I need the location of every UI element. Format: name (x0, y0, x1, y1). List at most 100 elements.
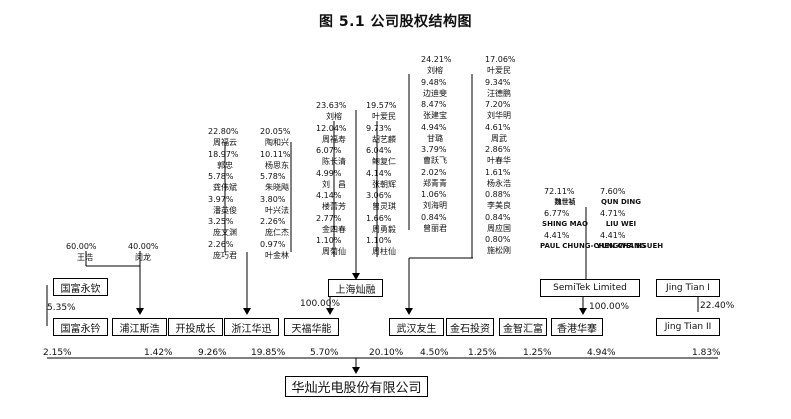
entity-box-jingtian-1: Jing Tian I (656, 279, 720, 297)
holder-name: 庞巧君 (213, 250, 237, 260)
pct-label-semitek-to-xghn: 100.00% (589, 302, 630, 312)
bottom-pct-gfyl: 2.15% (43, 348, 72, 358)
holder-pct: 60.00% (66, 242, 97, 251)
holder-pct: 4.94% (421, 122, 447, 132)
holder-name: 曹跃飞 (423, 156, 447, 165)
holder-pct: 4.14% (366, 168, 392, 178)
holder-name: 楼蕾芳 (322, 202, 346, 211)
holder-pct: 1.10% (366, 236, 392, 245)
holder-name: 叶爱民 (487, 66, 511, 75)
holder-name: 郑青青 (423, 178, 447, 188)
bottom-pct-jstz: 1.25% (468, 348, 497, 358)
holder-pct: 0.84% (421, 212, 447, 222)
holder-pct: 9.73% (366, 123, 392, 133)
holder-name: 王浩 (77, 253, 93, 262)
holder-name: LIU WEI (605, 220, 637, 228)
holder-pct: 6.04% (366, 146, 392, 155)
holder-name: 金四春 (322, 224, 346, 234)
holder-name: 闵龙 (135, 253, 151, 262)
bottom-pct-pjsh: 1.42% (144, 348, 173, 358)
holder-pct: 4.61% (485, 122, 511, 132)
holder-name: 魏世祯 (554, 198, 576, 206)
holder-name: 张建宝 (423, 111, 447, 120)
entity-box-jzhf: 金智汇富 (499, 318, 547, 336)
entity-box-pjsh: 浦江斯浩 (112, 318, 167, 336)
holder-name: SHING MAO (542, 220, 588, 228)
main-company-box: 华灿光电股份有限公司 (285, 376, 428, 397)
holder-pct: 4.71% (600, 209, 626, 218)
holder-pct: 1.06% (421, 190, 447, 199)
bottom-pct-xghn: 4.94% (587, 348, 616, 358)
holder-pct: 0.84% (485, 212, 511, 222)
holder-pct: 20.05% (260, 127, 291, 136)
holder-name: 胡艺麟 (372, 134, 396, 144)
entity-box-gfyl: 国富永钤 (53, 318, 108, 336)
holder-name: 杨永浩 (487, 178, 511, 188)
holder-name: 汪德鹏 (487, 88, 511, 98)
holder-pct: 4.41% (600, 231, 626, 240)
entity-box-gfyq: 国富永钦 (53, 278, 108, 296)
holder-name: 郭忠 (217, 160, 233, 170)
bottom-pct-ktcz: 9.26% (198, 348, 227, 358)
holder-pct: 23.63% (316, 101, 347, 110)
entity-box-jingtian-2: Jing Tian II (656, 318, 720, 336)
entity-box-tfhn: 天福华能 (284, 318, 339, 336)
pct-label-jingtian: 22.40% (700, 301, 735, 311)
holder-name: 曾灵琪 (372, 202, 396, 211)
holder-name: 刘华明 (487, 111, 511, 120)
holder-name: 施松刚 (487, 246, 511, 255)
pct-label-shcr-to-tfhn: 100.00% (300, 299, 341, 309)
holder-name: PAUL CHUNG-CHEN CHANG (540, 242, 646, 250)
holder-pct: 3.79% (421, 145, 447, 154)
holder-name: 周菊仙 (322, 247, 346, 256)
bottom-pct-shcr: 20.10% (369, 348, 404, 358)
entity-box-xghn: 香港华搴 (551, 318, 603, 336)
holder-pct: 17.06% (485, 55, 516, 64)
holder-name: 叶兴法 (265, 205, 289, 215)
bottom-pct-tfhn: 5.70% (310, 348, 339, 358)
holder-name: 龚伟斌 (213, 183, 237, 192)
holder-pct: 1.66% (366, 213, 392, 223)
holder-name: 朱晓飚 (265, 183, 289, 192)
holder-name: 曾丽君 (423, 223, 447, 233)
holder-name: 张朝辉 (372, 179, 396, 189)
page-title: 图 5.1 公司股权结构图 (318, 14, 473, 30)
holder-pct: 6.07% (316, 146, 342, 155)
entity-box-shcr: 上海灿融 (328, 279, 383, 297)
entity-box-whyd: 武汉友生 (389, 318, 444, 336)
holder-pct: 9.48% (421, 77, 447, 87)
holder-name: 鲍复仁 (372, 157, 396, 166)
holder-name: 潘英俊 (213, 205, 237, 215)
holder-pct: 6.77% (544, 209, 570, 218)
holder-pct: 3.97% (208, 194, 234, 204)
holder-pct: 22.80% (208, 127, 239, 136)
holder-name: 庞文渊 (213, 228, 237, 237)
holder-name: 叶春华 (487, 156, 511, 165)
holder-name: 陈长清 (322, 157, 346, 166)
holder-pct: 3.25% (208, 217, 234, 226)
holder-pct: 18.97% (208, 149, 239, 159)
holder-name: 叶金林 (265, 250, 289, 260)
holder-pct: 1.10% (316, 236, 342, 245)
holder-name: 庞仁杰 (265, 228, 289, 237)
holder-pct: 5.78% (260, 172, 286, 181)
holder-pct: 2.77% (316, 213, 342, 223)
holder-pct: 2.86% (485, 145, 511, 154)
holder-name: 刘榕 (427, 66, 443, 75)
holder-name: 周福寿 (322, 134, 346, 144)
holder-name: 周福云 (213, 138, 237, 147)
holder-name: QUN DING (601, 198, 641, 206)
entity-box-zjhx: 浙江华迅 (224, 318, 279, 336)
holder-pct: 2.02% (421, 167, 447, 177)
holder-name: 周勇毅 (372, 224, 396, 234)
holder-pct: 4.41% (544, 231, 570, 240)
holder-pct: 72.11% (544, 187, 575, 196)
holder-name: 刘 昌 (322, 179, 346, 189)
holder-pct: 8.47% (421, 100, 447, 109)
holder-pct: 5.78% (208, 172, 234, 181)
holder-name: 杨思东 (265, 160, 289, 170)
holder-pct: 10.11% (260, 149, 291, 159)
bottom-pct-whyd: 4.50% (420, 348, 449, 358)
holder-name: 周柱仙 (372, 247, 396, 256)
holder-name: 边迪斐 (423, 88, 447, 98)
